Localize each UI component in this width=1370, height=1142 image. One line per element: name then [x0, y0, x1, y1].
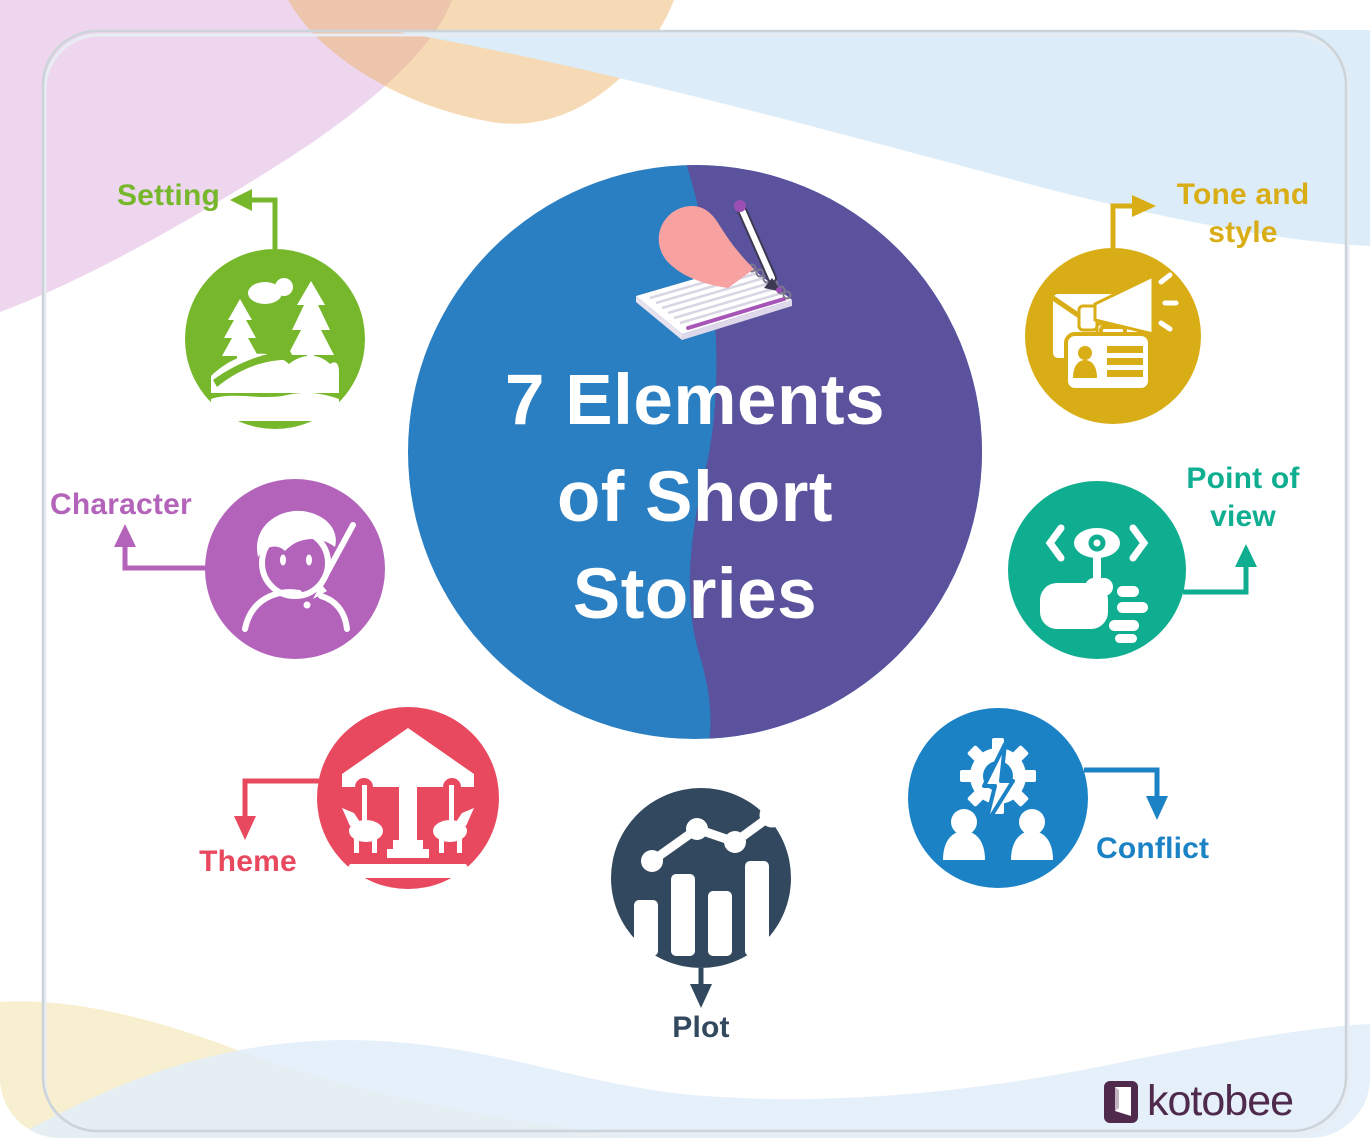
character-node	[114, 479, 385, 659]
arrow-down-icon	[1146, 796, 1168, 820]
plot-label: Plot	[672, 1011, 730, 1044]
corner-wave-top-right	[386, 30, 1370, 246]
corner-wave-bottom-right	[16, 1024, 1370, 1138]
theme-label: Theme	[199, 845, 297, 878]
writing-hand-illustration	[636, 200, 792, 340]
theme-node	[234, 707, 499, 889]
gear-lightning-people-icon	[943, 738, 1053, 860]
center-circle	[408, 165, 982, 739]
megaphone-id-icon	[1051, 272, 1179, 392]
person-pencil-icon	[242, 510, 356, 632]
character-label: Character	[50, 488, 192, 521]
eye-hand-icon	[1040, 524, 1149, 643]
setting-node	[185, 189, 365, 429]
theme-connector	[242, 778, 319, 818]
kotobee-logo-text: kotobee	[1147, 1077, 1294, 1125]
arrow-down-icon	[234, 816, 256, 840]
setting-connector	[252, 197, 278, 249]
arrow-left-icon	[230, 189, 252, 211]
tone-and-style-node	[1025, 195, 1201, 424]
landscape-icon	[211, 278, 339, 421]
main-title: 7 Elements of Short Stories	[445, 352, 945, 643]
arrow-up-icon	[114, 524, 136, 547]
point-of-view-label-line-1: Point of	[1186, 462, 1300, 495]
conflict-node	[908, 708, 1168, 888]
point-of-view-label-line-2: view	[1210, 500, 1276, 533]
tone-and-style-label: Tone and style	[1143, 176, 1343, 252]
main-title-line-2: of Short	[556, 458, 834, 537]
point-of-view-node	[1008, 481, 1257, 659]
tone-and-style-connector	[1110, 203, 1134, 248]
kotobee-logo: kotobee	[1104, 1077, 1294, 1125]
point-of-view-label: Point of view	[1143, 460, 1343, 536]
arrow-up-icon	[1235, 544, 1257, 567]
main-title-line-3: Stories	[572, 555, 818, 634]
bar-line-chart-icon	[634, 802, 785, 956]
tone-and-style-label-line-1: Tone and	[1176, 178, 1310, 211]
kotobee-book-icon	[1104, 1080, 1138, 1123]
arrow-right-icon	[1132, 195, 1156, 217]
arrow-down-icon	[690, 984, 712, 1008]
carousel-icon	[342, 728, 474, 878]
point-of-view-connector	[1183, 566, 1249, 595]
conflict-label: Conflict	[1096, 832, 1210, 865]
setting-label: Setting	[116, 179, 220, 212]
card-border-shadow	[43, 33, 1350, 1137]
card-border	[41, 29, 1348, 1133]
plot-node	[611, 788, 791, 1008]
conflict-connector	[1084, 767, 1160, 798]
main-title-line-1: 7 Elements	[505, 361, 885, 440]
tone-and-style-label-line-2: style	[1208, 216, 1278, 249]
corner-wave-top-left	[0, 0, 452, 312]
character-connector	[122, 546, 206, 571]
